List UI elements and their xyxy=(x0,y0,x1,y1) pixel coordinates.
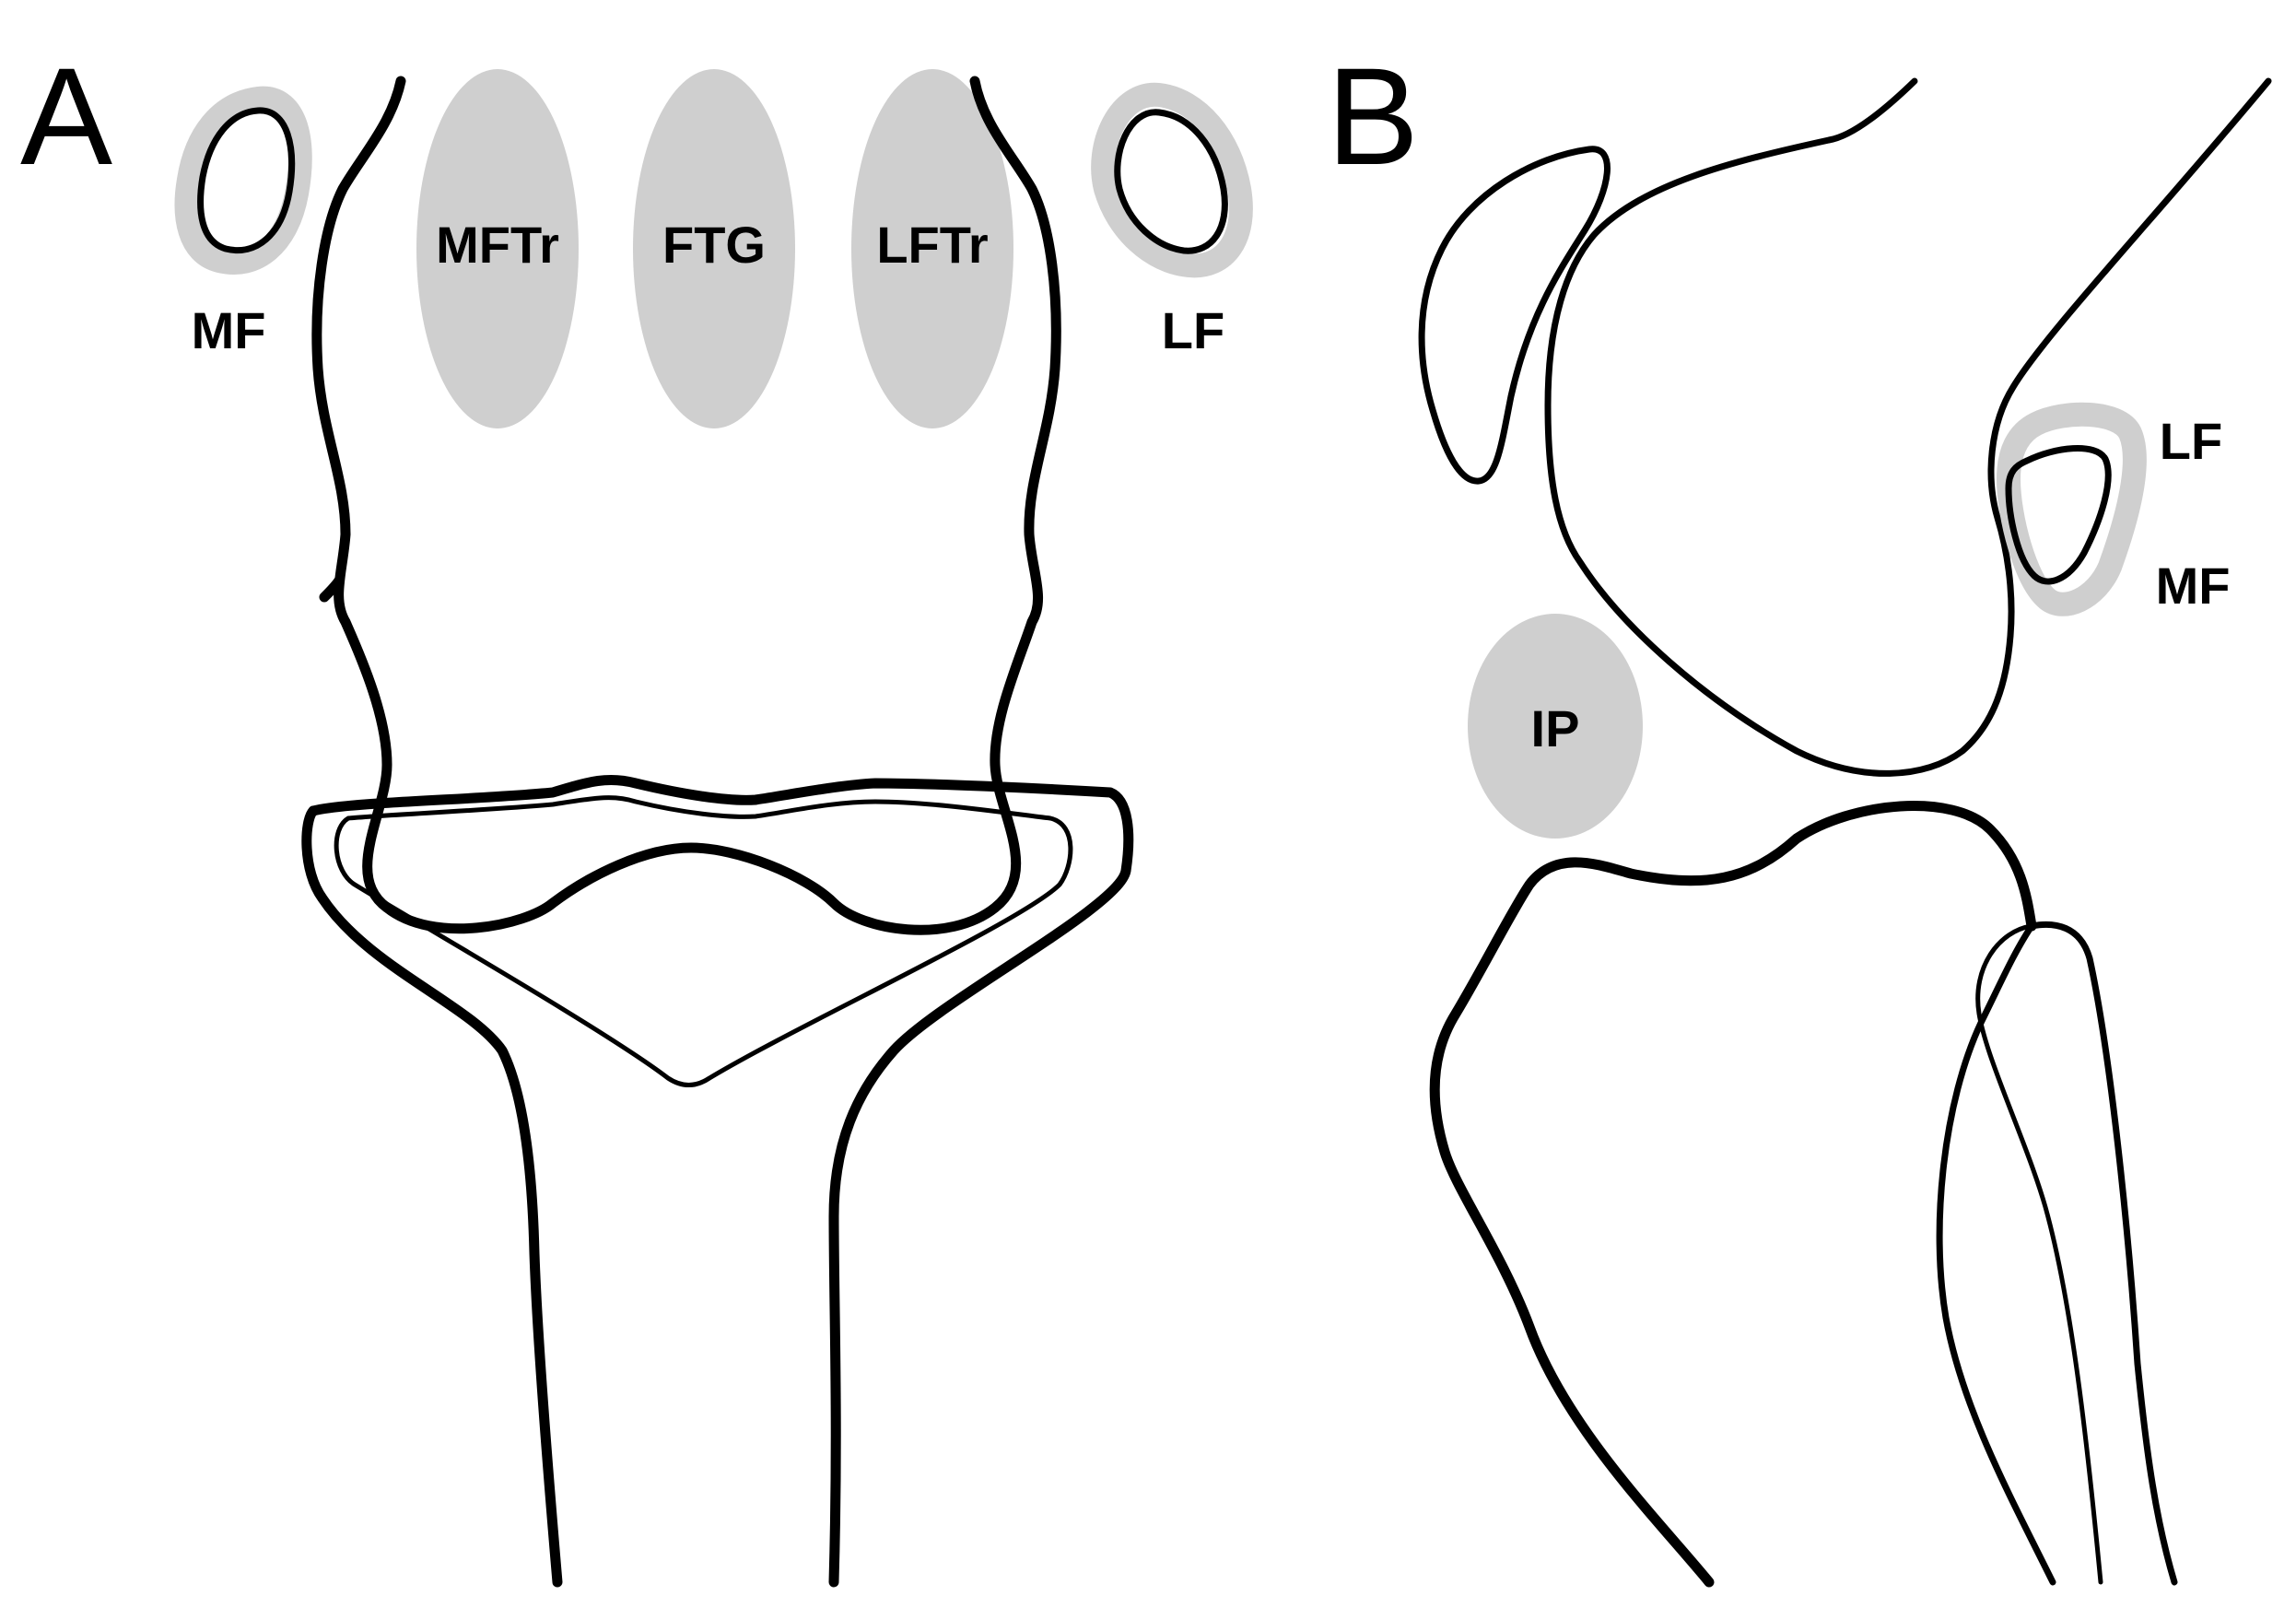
tibia-posterior-sagittal xyxy=(1936,922,2056,1586)
fabella-halo-b xyxy=(1997,402,2147,616)
lf-label-b: LF xyxy=(2160,412,2222,470)
fibula-head-outline xyxy=(2028,921,2178,1586)
tibial-shaft-medial xyxy=(301,805,563,1588)
medial-fabella-bone xyxy=(197,107,296,253)
panel-b-label: B xyxy=(1327,39,1419,194)
ftg-label: FTG xyxy=(662,216,766,274)
lftr-region xyxy=(851,69,1013,428)
ftg-region xyxy=(633,69,795,428)
panel-a-label: A xyxy=(20,39,112,194)
ip-label: IP xyxy=(1531,699,1580,757)
fabella-bone-b xyxy=(2005,445,2112,585)
fibula-shaft-anterior xyxy=(1975,923,2103,1585)
panel-b: B LF MF IP xyxy=(1327,39,2272,1588)
mftr-label: MFTr xyxy=(436,216,559,274)
tibia-outline-sagittal xyxy=(1429,801,2037,1588)
lateral-fabella-bone xyxy=(1114,109,1228,254)
lf-halo xyxy=(1091,82,1253,278)
patella-outline xyxy=(1418,146,1611,485)
mftr-region xyxy=(416,69,579,428)
ip-region xyxy=(1468,614,1643,839)
panel-a: A MFTr FTG LFTr MF LF xyxy=(20,39,1253,1588)
mf-label-b: MF xyxy=(2156,557,2231,615)
femoral-condyle-outline xyxy=(1544,77,2272,777)
femur-outline-coronal xyxy=(311,76,1061,935)
mf-label-a: MF xyxy=(192,301,266,359)
lf-label-a: LF xyxy=(1162,301,1224,359)
intercondylar-notch xyxy=(319,575,345,603)
lftr-label: LFTr xyxy=(876,216,988,274)
mf-halo xyxy=(174,86,312,275)
tibial-plateau-outline xyxy=(308,774,1134,1588)
tibial-cortical-rim xyxy=(334,795,1073,1087)
